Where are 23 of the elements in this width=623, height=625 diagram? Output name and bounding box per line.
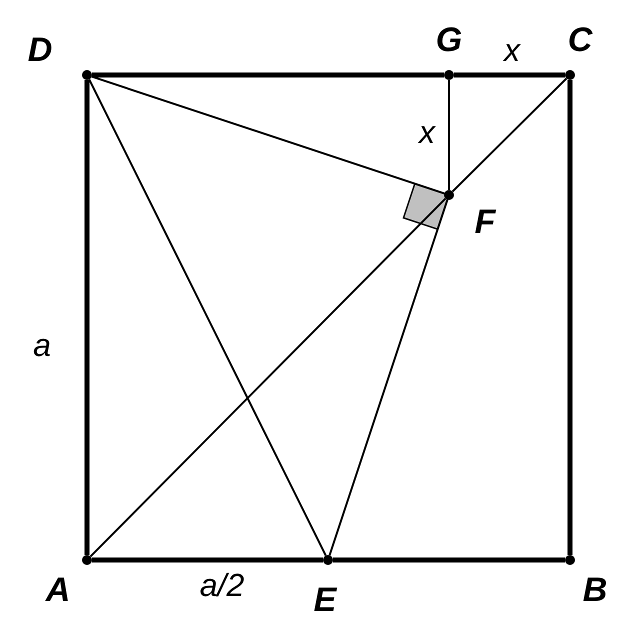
square-side: [84, 80, 90, 555]
point-label: C: [568, 23, 592, 57]
line-segment: [328, 199, 448, 556]
point-label: D: [28, 33, 52, 67]
point-label: B: [582, 573, 608, 607]
length-label: x: [419, 116, 435, 148]
square-side: [568, 80, 572, 555]
point-label: A: [46, 573, 70, 607]
line-segment: [452, 78, 568, 192]
square-side: [333, 558, 565, 562]
length-label: x: [504, 34, 520, 66]
point-label: E: [314, 583, 336, 617]
square-side: [454, 72, 565, 78]
line-segment: [448, 80, 450, 190]
length-label: a/2: [200, 569, 244, 601]
length-label: a: [33, 329, 51, 361]
line-segment: [91, 76, 445, 194]
line-segment: [90, 198, 446, 558]
square-side: [92, 72, 444, 78]
point-label: F: [474, 205, 496, 239]
point-label: G: [436, 23, 462, 57]
square-side: [92, 558, 323, 562]
line-segment: [88, 79, 327, 556]
